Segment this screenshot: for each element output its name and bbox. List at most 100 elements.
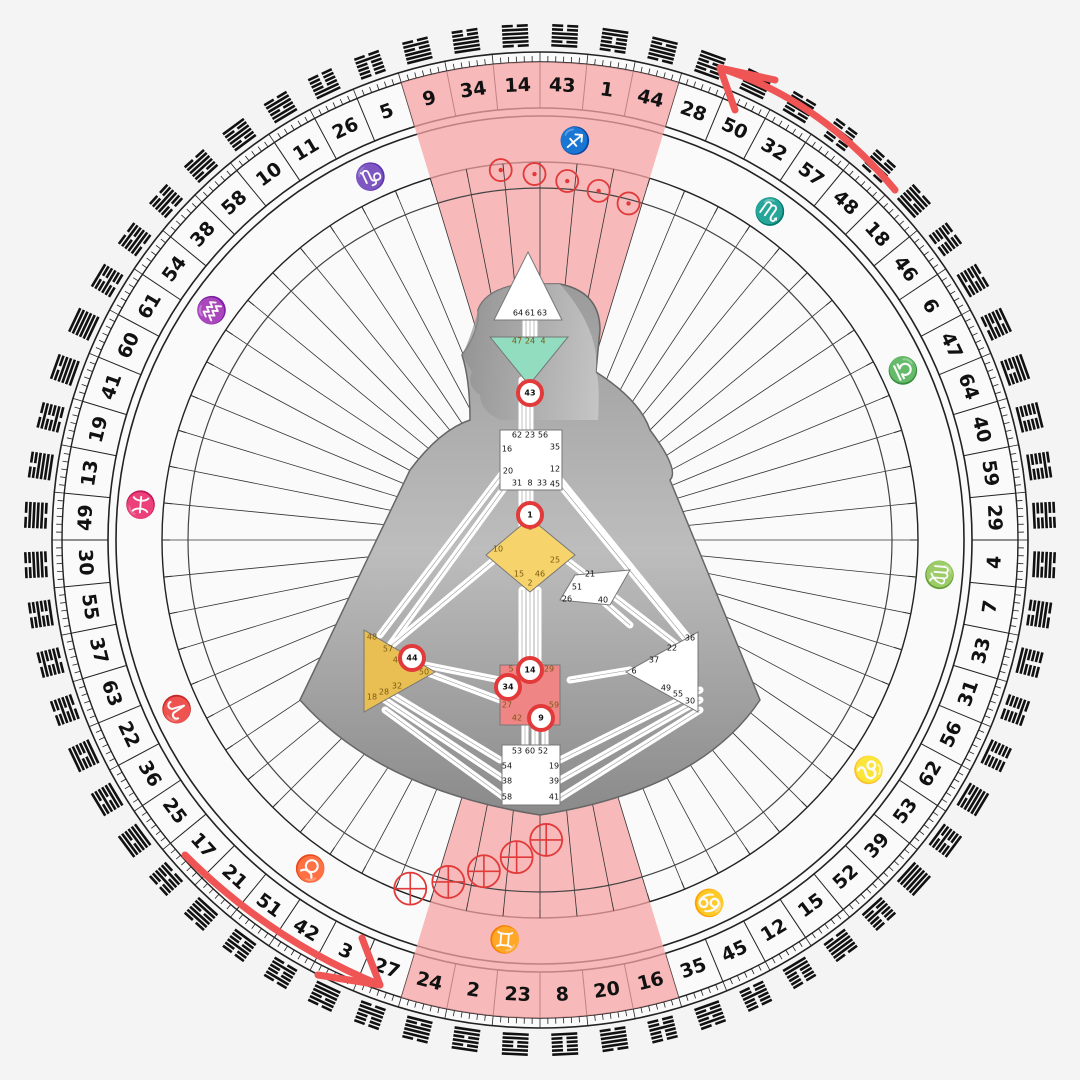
center-gate-label: 35 (550, 443, 560, 452)
center-gate-label: 25 (550, 556, 560, 565)
personality-marker-icon (555, 169, 580, 193)
center-gate-label: 40 (598, 596, 608, 605)
center-gate-label: 60 (525, 747, 535, 756)
hexagram-icon (551, 1032, 579, 1057)
center-gate-label: 27 (502, 701, 512, 710)
hexagram-icon (49, 353, 80, 386)
hexagram-icon (183, 896, 219, 932)
center-gate-label: 16 (502, 445, 512, 454)
hexagram-icon (117, 823, 152, 858)
hexagram-icon (1015, 402, 1044, 433)
hexagram-icon (27, 451, 54, 481)
design-marker-icon (393, 871, 428, 906)
center-gate-label: 33 (537, 479, 547, 488)
gate-number: 55 (77, 592, 103, 621)
center-gate-label: 58 (502, 793, 512, 802)
gate-number: 8 (555, 983, 569, 1006)
center-gate-label: 41 (549, 793, 559, 802)
hexagram-ring (23, 23, 1057, 1057)
center-gate-label: 4 (540, 337, 545, 346)
center-gate-label: 42 (512, 714, 522, 723)
gate-number: 20 (592, 977, 621, 1003)
hexagram-icon (222, 928, 257, 963)
center-gate-label: 47 (512, 337, 522, 346)
center-gate-label: 50 (419, 668, 429, 677)
activation-marker-icon: 1 (516, 501, 544, 529)
center-gate-label: 10 (493, 545, 503, 554)
center-gate-label: 51 (572, 583, 582, 592)
hexagram-icon (36, 647, 65, 678)
bodygraph: 6461634724462235616203512453183311025154… (299, 250, 761, 816)
hexagram-icon (823, 928, 858, 963)
hexagram-icon (451, 27, 481, 54)
gate-number: 49 (74, 504, 97, 531)
design-marker-icon (431, 865, 466, 899)
design-marker-icon (529, 823, 564, 857)
svg-text:14: 14 (524, 666, 536, 675)
hexagram-icon (90, 782, 124, 817)
center-gate-label: 23 (525, 431, 535, 440)
hexagram-icon (647, 1015, 678, 1044)
hexagram-icon (647, 36, 678, 65)
activation-marker-icon: 34 (494, 673, 522, 701)
hexagram-icon (49, 694, 80, 727)
center-gate-label: 38 (502, 777, 512, 786)
throat-center (499, 429, 563, 491)
hexagram-icon (599, 1026, 629, 1053)
hexagram-icon (68, 307, 100, 341)
gate-number: 30 (74, 549, 97, 576)
gate-number: 4 (983, 555, 1006, 569)
hexagram-icon (148, 183, 184, 219)
center-gate-label: 64 (513, 309, 523, 318)
hexagram-icon (263, 956, 298, 990)
activation-marker-icon: 44 (398, 644, 426, 672)
gate-number: 14 (504, 74, 531, 97)
hexagram-icon (1032, 551, 1057, 579)
center-gate-label: 63 (537, 309, 547, 318)
center-gate-label: 55 (673, 690, 683, 699)
gate-number: 29 (983, 504, 1006, 531)
svg-text:9: 9 (538, 714, 544, 723)
hexagram-icon (36, 402, 65, 433)
hexagram-icon (739, 980, 773, 1012)
hexagram-icon (183, 148, 219, 184)
gate-number: 7 (978, 599, 1002, 615)
hexagram-icon (402, 36, 433, 65)
center-gate-label: 45 (550, 480, 560, 489)
center-gate-label: 32 (392, 682, 402, 691)
hexagram-icon (896, 861, 932, 897)
personality-marker-icon (522, 162, 547, 186)
center-gate-label: 6 (631, 667, 636, 676)
center-gate-label: 61 (525, 309, 535, 318)
gate-number: 9 (420, 86, 438, 111)
center-gate-label: 62 (512, 431, 522, 440)
g-center (485, 517, 576, 593)
hexagram-icon (222, 117, 257, 152)
head-center (493, 250, 563, 321)
center-gate-label: 8 (527, 479, 532, 488)
hexagram-icon (117, 222, 152, 257)
hexagram-icon (1000, 694, 1031, 727)
ajna-center (488, 336, 570, 386)
hexagram-icon (148, 861, 184, 897)
hexagram-icon (90, 263, 124, 298)
hexagram-icon (551, 23, 579, 48)
center-gate-label: 46 (535, 570, 545, 579)
gate-number: 23 (504, 983, 531, 1006)
personality-marker-icon (616, 191, 641, 216)
hexagram-icon (896, 183, 932, 219)
center-gate-label: 44 (393, 656, 403, 665)
center-gate-label: 19 (549, 762, 559, 771)
root-center (501, 744, 561, 806)
center-gate-label: 57 (383, 645, 393, 654)
hexagram-icon (68, 739, 100, 773)
center-gate-label: 29 (544, 665, 554, 674)
center-gate-label: 36 (685, 634, 695, 643)
center-gate-label: 52 (538, 747, 548, 756)
solar-plexus-center (624, 631, 699, 713)
hexagram-icon (353, 1000, 386, 1031)
direction-arrows (181, 64, 899, 989)
center-gate-label: 39 (549, 777, 559, 786)
hexagram-icon (694, 1000, 727, 1031)
